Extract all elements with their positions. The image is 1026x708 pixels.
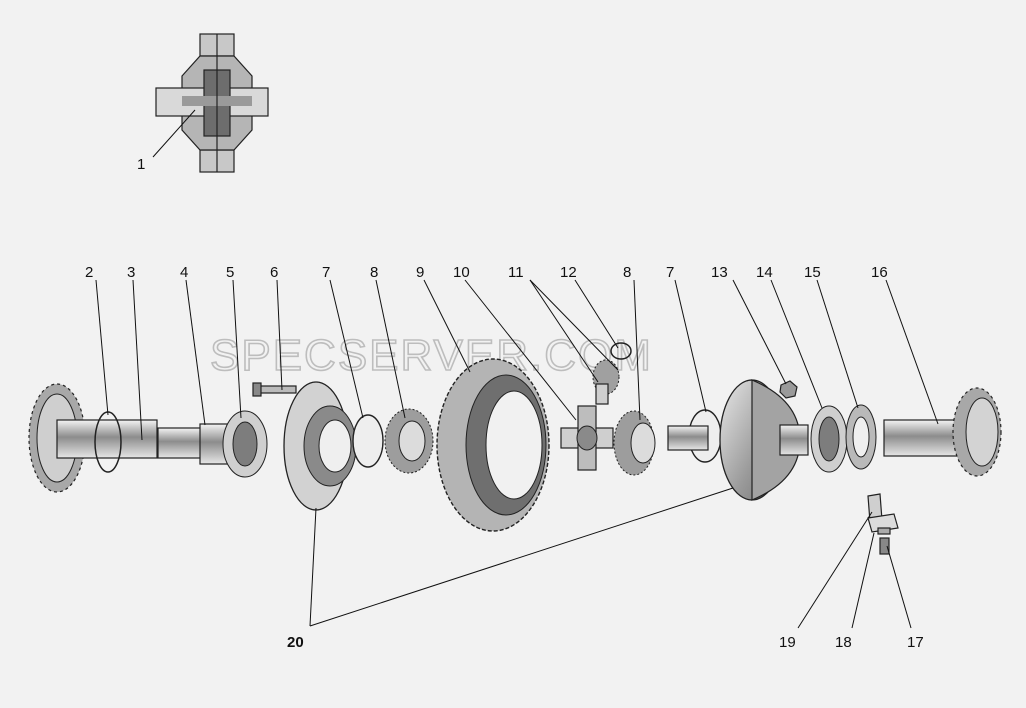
nut-13 <box>779 380 798 399</box>
case-half-right <box>719 379 809 501</box>
callout-10: 10 <box>453 264 470 281</box>
spider-cross-10 <box>560 405 614 471</box>
left-output-gear <box>28 383 158 493</box>
right-output-gear <box>883 387 1002 477</box>
bolt-6 <box>252 382 297 397</box>
callout-8a: 8 <box>370 264 378 281</box>
callout-18: 18 <box>835 634 852 651</box>
callout-12: 12 <box>560 264 577 281</box>
watermark-text: SPECSERVER.COM <box>210 331 653 380</box>
callout-9: 9 <box>416 264 424 281</box>
bearing-5 <box>199 410 268 478</box>
splined-stub <box>667 425 709 451</box>
callout-19: 19 <box>779 634 796 651</box>
callout-15: 15 <box>804 264 821 281</box>
lock-plate-19 <box>867 493 899 533</box>
callout-6: 6 <box>270 264 278 281</box>
ring-gear-9 <box>436 358 550 532</box>
side-gear-8-left <box>384 408 434 474</box>
callout-1: 1 <box>137 156 145 173</box>
callout-17: 17 <box>907 634 924 651</box>
callout-7b: 7 <box>666 264 674 281</box>
side-gear-8-right <box>613 410 656 476</box>
callout-14: 14 <box>756 264 773 281</box>
callout-5: 5 <box>226 264 234 281</box>
callout-11: 11 <box>508 264 524 281</box>
callout-3: 3 <box>127 264 135 281</box>
case-half-left <box>283 381 357 511</box>
thrust-washer-7-left <box>352 414 384 468</box>
callout-13: 13 <box>711 264 728 281</box>
leader-lines <box>95 109 939 629</box>
callout-4: 4 <box>180 264 188 281</box>
callout-7a: 7 <box>322 264 330 281</box>
screw-17 <box>879 537 890 555</box>
callout-8b: 8 <box>623 264 631 281</box>
bearing-cage-15 <box>845 404 877 470</box>
assembly-section-view <box>155 33 269 173</box>
washer-18 <box>877 527 891 535</box>
callout-2: 2 <box>85 264 93 281</box>
bearing-14 <box>810 405 848 473</box>
callout-20: 20 <box>287 634 304 651</box>
callout-16: 16 <box>871 264 888 281</box>
pinion-gear-11 <box>592 359 620 405</box>
pinion-washer-12 <box>610 342 632 360</box>
